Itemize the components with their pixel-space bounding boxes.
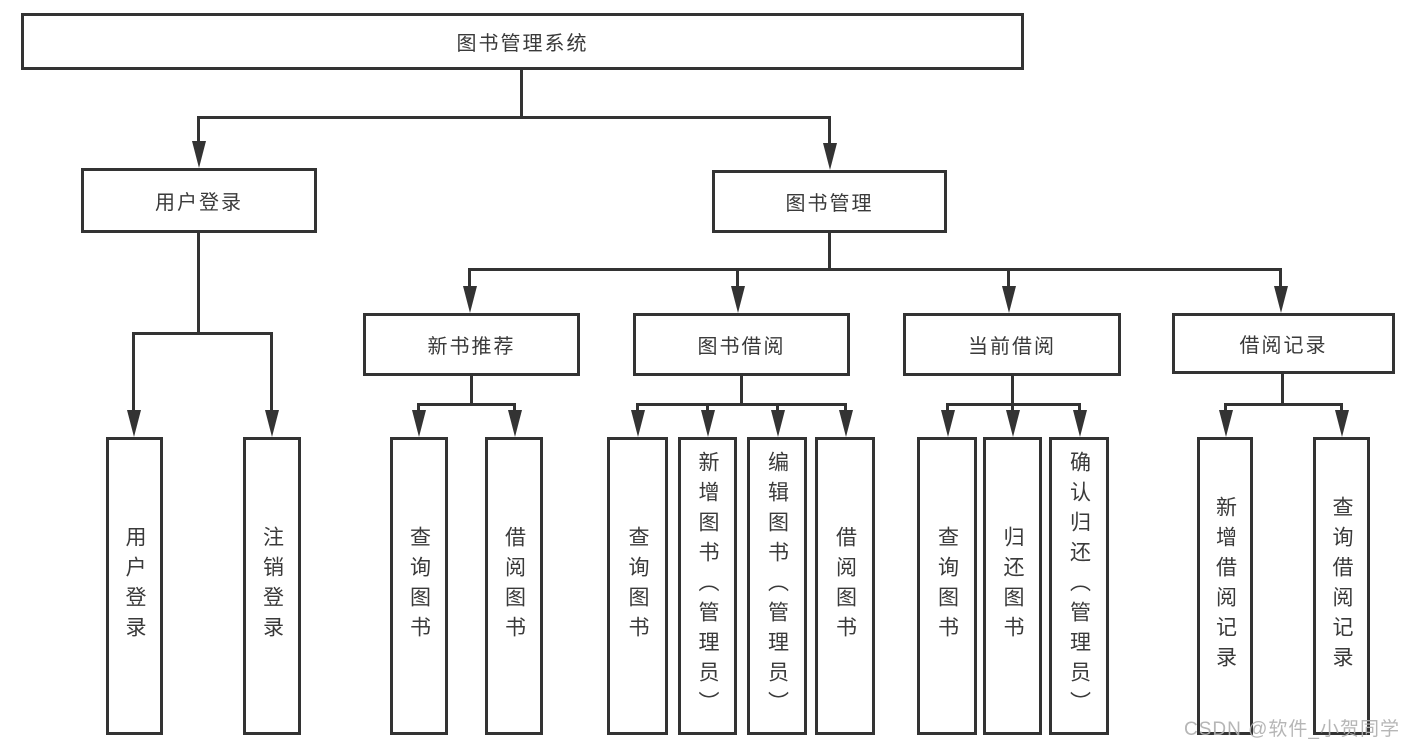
leaf-bookborrow-query: 查询图书 bbox=[607, 437, 668, 735]
arrow-newbooks-query bbox=[412, 410, 426, 437]
edge-newbooks-drop-2 bbox=[513, 403, 516, 413]
edge-root-stem bbox=[520, 70, 523, 118]
arrow-to-user-login bbox=[192, 141, 206, 168]
arrow-newbooks-borrow bbox=[508, 410, 522, 437]
edge-records-drop-2 bbox=[1340, 403, 1343, 413]
edge-login-left-drop bbox=[132, 332, 135, 411]
edge-root-left-drop bbox=[197, 116, 200, 142]
node-current-borrow-label: 当前借阅 bbox=[968, 336, 1056, 358]
leaf-bookborrow-borrow: 借阅图书 bbox=[815, 437, 875, 735]
leaf-currentborrow-query: 查询图书 bbox=[917, 437, 977, 735]
node-current-borrow: 当前借阅 bbox=[903, 313, 1121, 376]
node-user-login: 用户登录 bbox=[81, 168, 317, 233]
leaf-logout: 注销登录 bbox=[243, 437, 301, 735]
arrow-records-query bbox=[1335, 410, 1349, 437]
leaf-records-add: 新增借阅记录 bbox=[1197, 437, 1253, 735]
arrow-bookborrow-add bbox=[701, 410, 715, 437]
node-book-mgmt-label: 图书管理 bbox=[785, 193, 874, 215]
edge-login-stem bbox=[197, 233, 200, 334]
leaf-records-query: 查询借阅记录 bbox=[1313, 437, 1370, 735]
edge-newbooks-stem bbox=[470, 376, 473, 405]
arrow-currentborrow-return bbox=[1006, 410, 1020, 437]
leaf-records-add-label: 新增借阅记录 bbox=[1213, 496, 1237, 676]
edge-mgmt-drop-2 bbox=[736, 268, 739, 288]
arrow-bookborrow-query bbox=[631, 410, 645, 437]
leaf-records-query-label: 查询借阅记录 bbox=[1330, 496, 1353, 676]
arrow-to-borrow-records bbox=[1274, 286, 1288, 313]
leaf-newbooks-query-label: 查询图书 bbox=[407, 526, 431, 646]
leaf-user-login-label: 用户登录 bbox=[123, 526, 146, 646]
leaf-currentborrow-confirm-label: 确认归还（管理员） bbox=[1067, 451, 1091, 721]
leaf-bookborrow-borrow-label: 借阅图书 bbox=[833, 526, 857, 646]
leaf-bookborrow-add: 新增图书（管理员） bbox=[678, 437, 737, 735]
arrow-to-logout-leaf bbox=[265, 410, 279, 437]
leaf-currentborrow-return: 归还图书 bbox=[983, 437, 1042, 735]
leaf-bookborrow-add-label: 新增图书（管理员） bbox=[696, 451, 719, 721]
leaf-newbooks-borrow-label: 借阅图书 bbox=[502, 526, 526, 646]
csdn-watermark: CSDN @软件_小贺同学 bbox=[1184, 719, 1400, 740]
arrow-bookborrow-edit bbox=[771, 410, 785, 437]
leaf-currentborrow-return-label: 归还图书 bbox=[1001, 526, 1024, 646]
leaf-user-login: 用户登录 bbox=[106, 437, 163, 735]
leaf-currentborrow-confirm: 确认归还（管理员） bbox=[1049, 437, 1109, 735]
edge-mgmt-crossbar bbox=[468, 268, 1282, 271]
leaf-newbooks-query: 查询图书 bbox=[390, 437, 448, 735]
leaf-logout-label: 注销登录 bbox=[260, 526, 284, 646]
edge-currentborrow-drop-2 bbox=[1011, 403, 1014, 413]
edge-newbooks-crossbar bbox=[417, 403, 516, 406]
node-new-books-label: 新书推荐 bbox=[427, 336, 516, 358]
node-borrow-records-label: 借阅记录 bbox=[1239, 335, 1328, 357]
arrow-bookborrow-borrow bbox=[839, 410, 853, 437]
arrow-to-book-borrow bbox=[731, 286, 745, 313]
node-book-mgmt: 图书管理 bbox=[712, 170, 947, 233]
edge-bookborrow-drop-2 bbox=[706, 403, 709, 413]
arrow-to-new-books bbox=[463, 286, 477, 313]
node-root: 图书管理系统 bbox=[21, 13, 1024, 70]
node-root-label: 图书管理系统 bbox=[456, 33, 589, 55]
leaf-bookborrow-edit-label: 编辑图书（管理员） bbox=[765, 451, 789, 721]
arrow-to-login-leaf bbox=[127, 410, 141, 437]
edge-bookborrow-drop-1 bbox=[636, 403, 639, 413]
leaf-bookborrow-query-label: 查询图书 bbox=[626, 526, 649, 646]
arrow-currentborrow-confirm bbox=[1073, 410, 1087, 437]
edge-bookborrow-crossbar bbox=[636, 403, 847, 406]
edge-records-crossbar bbox=[1224, 403, 1343, 406]
edge-newbooks-drop-1 bbox=[417, 403, 420, 413]
edge-root-crossbar bbox=[197, 116, 831, 119]
arrow-records-add bbox=[1219, 410, 1233, 437]
node-book-borrow: 图书借阅 bbox=[633, 313, 850, 376]
node-borrow-records: 借阅记录 bbox=[1172, 313, 1395, 374]
node-book-borrow-label: 图书借阅 bbox=[697, 336, 786, 358]
arrow-currentborrow-query bbox=[941, 410, 955, 437]
edge-bookborrow-drop-4 bbox=[844, 403, 847, 413]
arrow-to-current-borrow bbox=[1002, 286, 1016, 313]
edge-currentborrow-drop-1 bbox=[946, 403, 949, 413]
edge-login-crossbar bbox=[132, 332, 273, 335]
edge-login-right-drop bbox=[270, 332, 273, 411]
leaf-bookborrow-edit: 编辑图书（管理员） bbox=[747, 437, 807, 735]
edge-mgmt-drop-3 bbox=[1007, 268, 1010, 288]
edge-records-stem bbox=[1281, 374, 1284, 405]
edge-currentborrow-stem bbox=[1011, 376, 1014, 405]
node-user-login-label: 用户登录 bbox=[155, 192, 243, 214]
leaf-currentborrow-query-label: 查询图书 bbox=[935, 526, 959, 646]
edge-bookborrow-stem bbox=[740, 376, 743, 405]
edge-currentborrow-drop-3 bbox=[1078, 403, 1081, 413]
edge-bookborrow-drop-3 bbox=[776, 403, 779, 413]
edge-root-right-drop bbox=[828, 116, 831, 144]
edge-records-drop-1 bbox=[1224, 403, 1227, 413]
arrow-to-book-mgmt bbox=[823, 143, 837, 170]
edge-mgmt-drop-1 bbox=[468, 268, 471, 288]
node-new-books: 新书推荐 bbox=[363, 313, 580, 376]
edge-mgmt-drop-4 bbox=[1279, 268, 1282, 288]
edge-mgmt-stem bbox=[828, 233, 831, 271]
leaf-newbooks-borrow: 借阅图书 bbox=[485, 437, 543, 735]
